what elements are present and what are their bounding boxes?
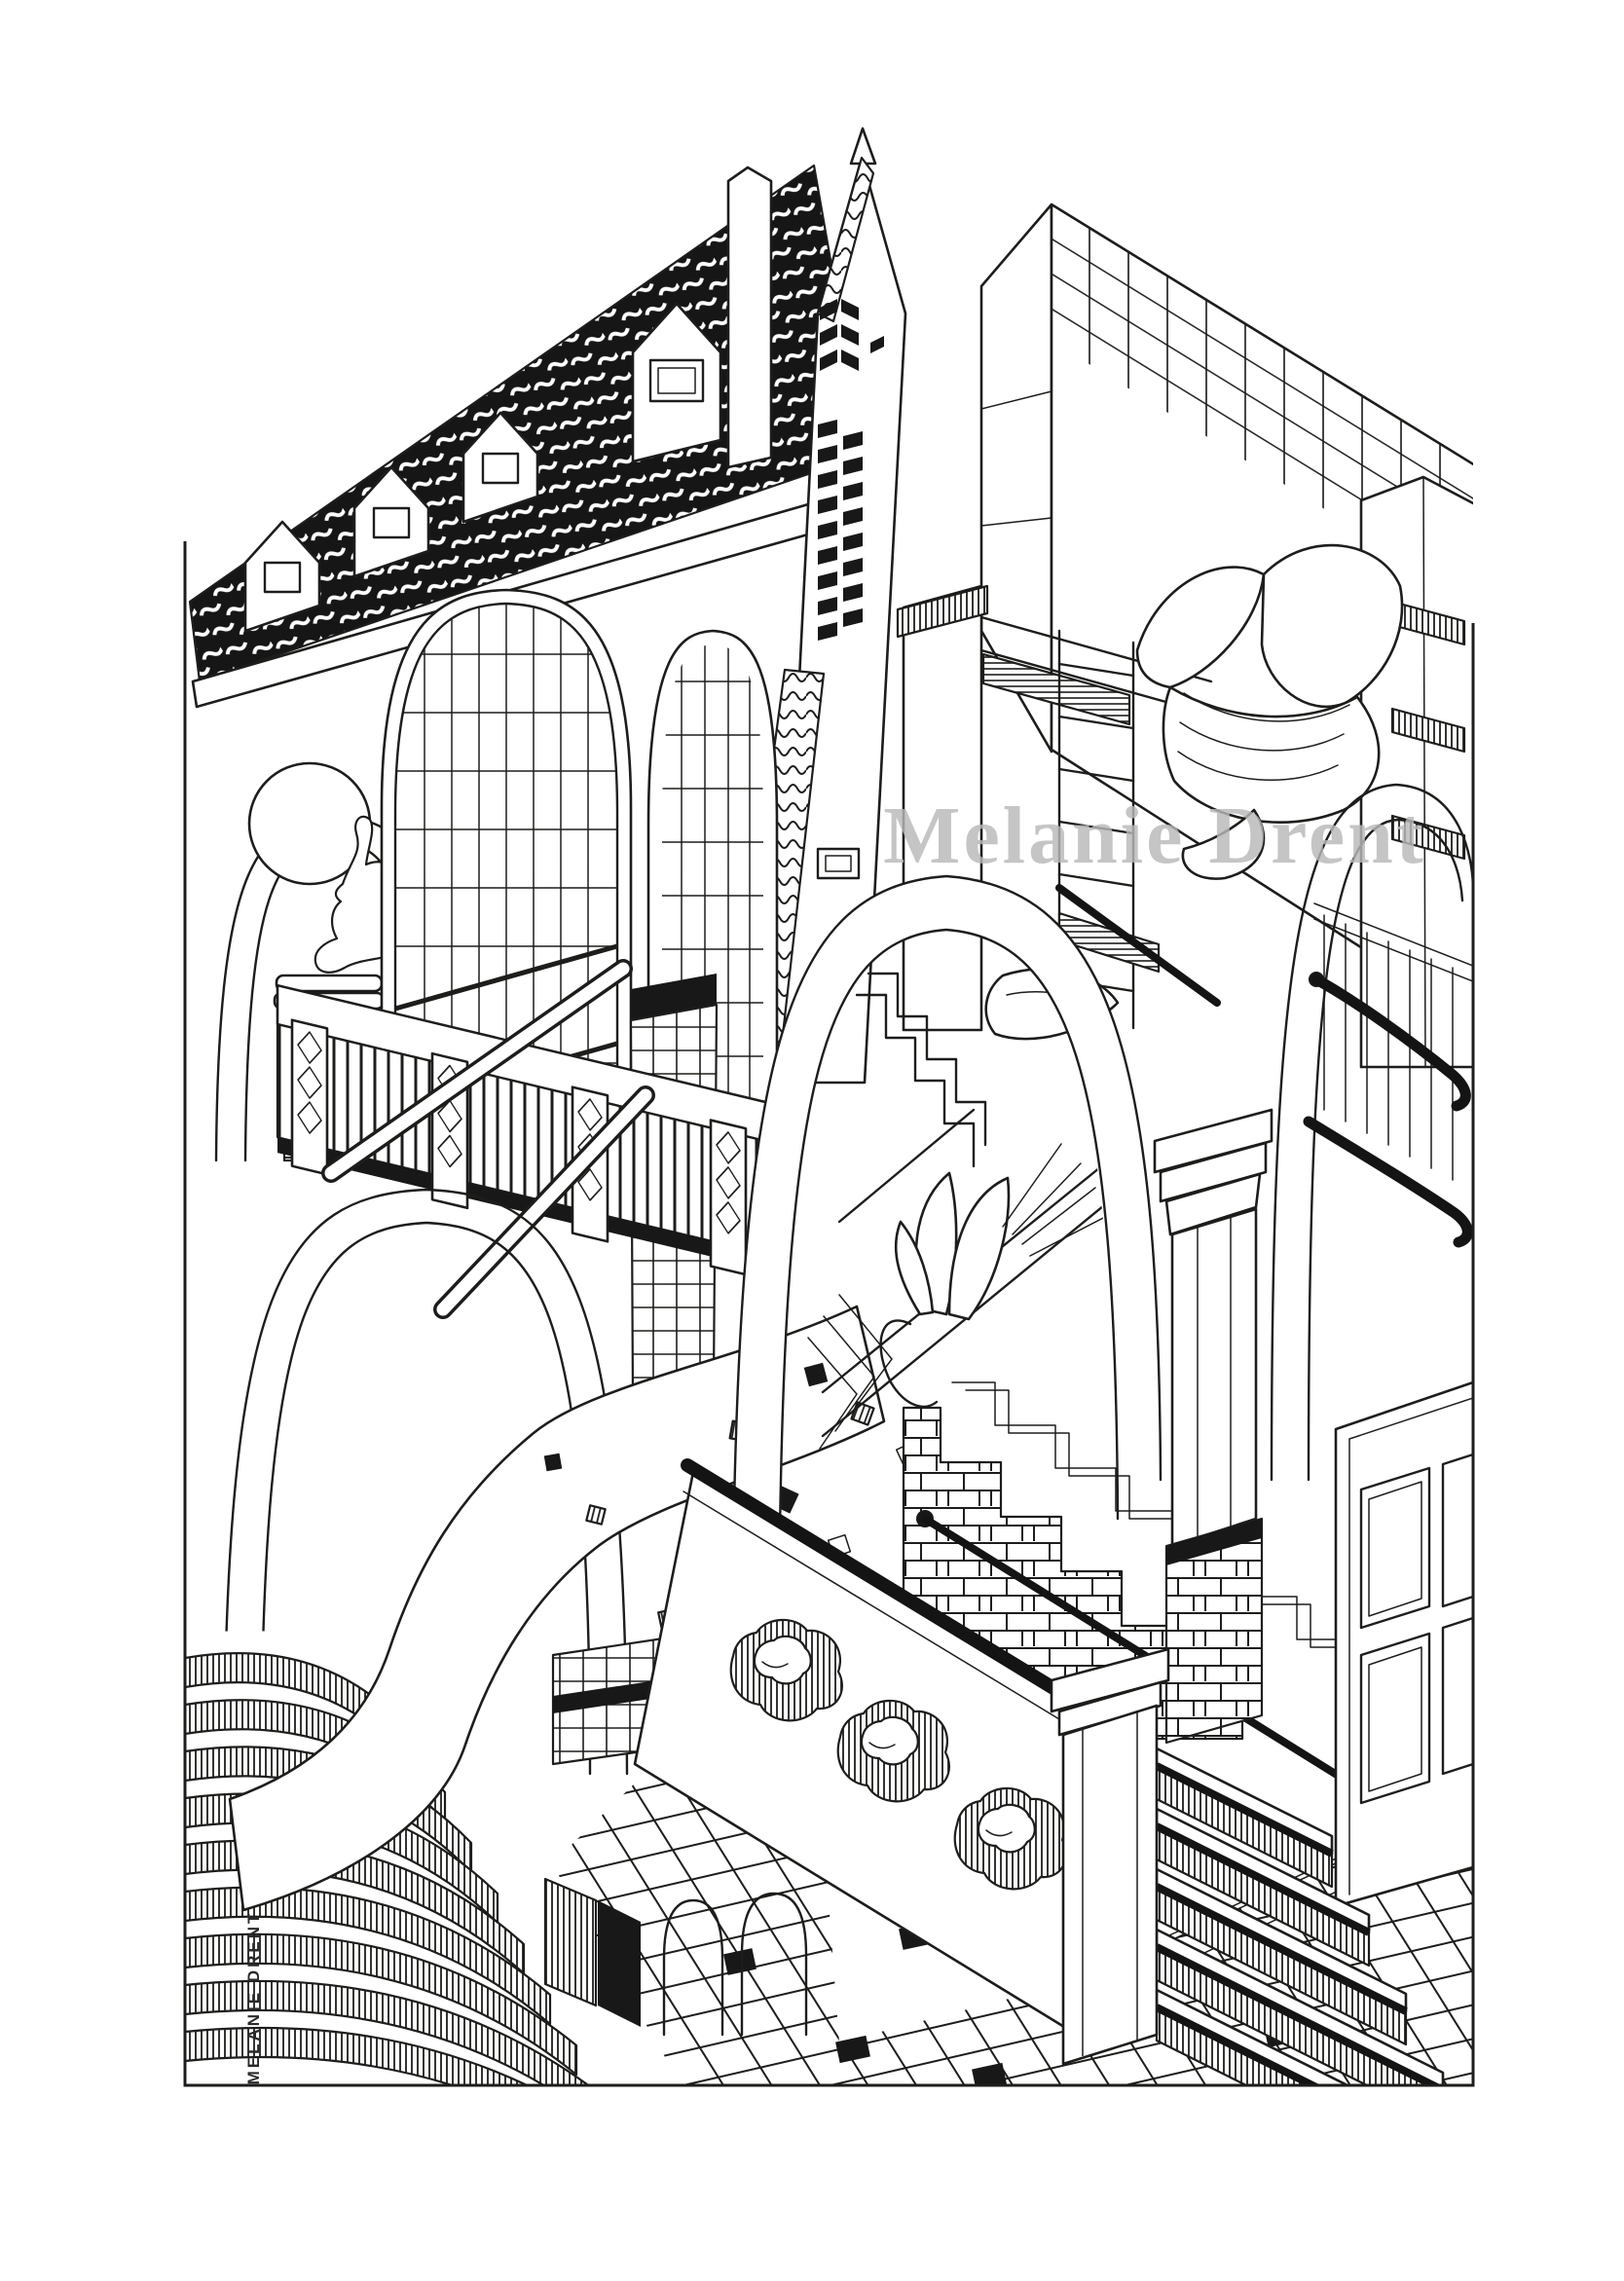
watermark: Melanie Drent [883, 791, 1426, 881]
stair-steps [1155, 1747, 1445, 2085]
paneled-door [1334, 1380, 1473, 1908]
gable-shingles [816, 156, 875, 323]
dormer-windows [243, 302, 722, 633]
pillar-vent-band [896, 584, 989, 639]
right-arch-doorway [1270, 783, 1473, 1908]
lotus-mural [807, 1108, 1115, 1450]
base-arches [543, 1877, 808, 2037]
curled-handrails [1303, 972, 1473, 1248]
chevron-windows [820, 299, 884, 371]
vent-band-2 [1390, 707, 1466, 754]
classical-column [1153, 1108, 1273, 1745]
slit-window-column [818, 420, 863, 641]
large-dormer [631, 302, 722, 463]
round-handrails [321, 959, 655, 1319]
newel-post [1050, 1647, 1170, 2066]
diagonal-handrail [1055, 884, 1221, 1007]
mural-chevrons [807, 1294, 893, 1450]
organic-reliefs [729, 1618, 1067, 1891]
artist-signature: MELANIE DRENT [244, 1911, 263, 2085]
lotus-flower [879, 1171, 1011, 1409]
louver-grate [981, 652, 1131, 726]
tower-body [777, 156, 907, 1085]
chimney [726, 166, 773, 469]
grand-staircase [633, 1458, 1445, 2085]
balustrade-band [276, 983, 781, 1276]
curved-parapet [228, 1305, 886, 1912]
plate-frame [183, 541, 1475, 2087]
